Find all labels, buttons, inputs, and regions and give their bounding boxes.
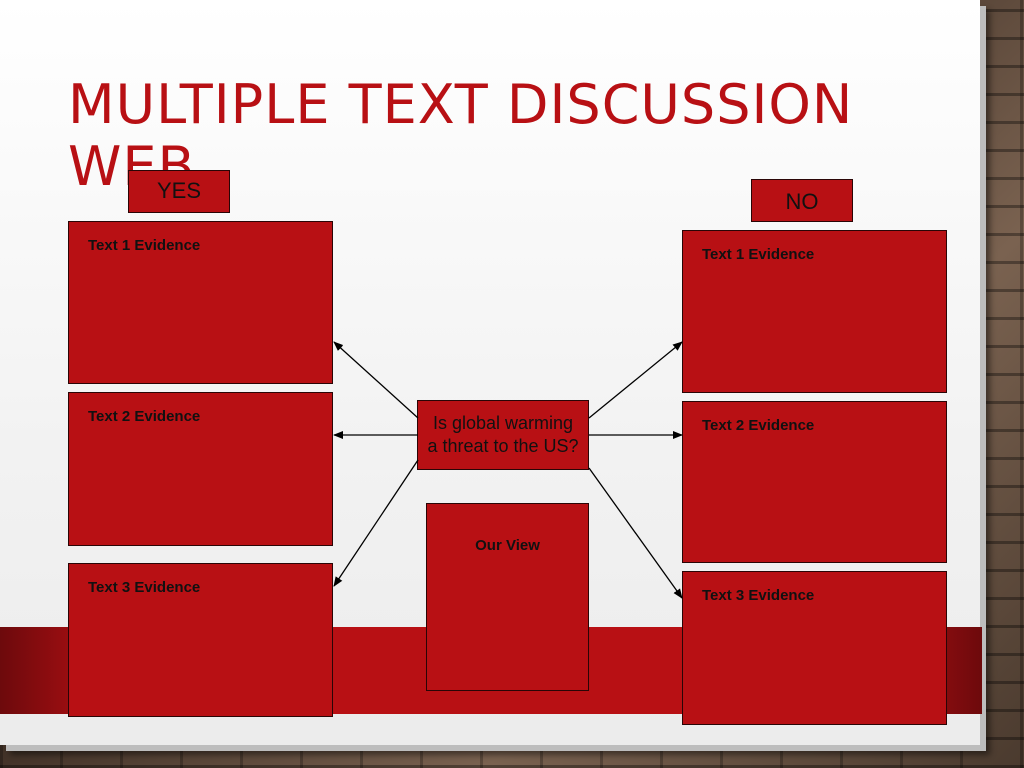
our-view-box: Our View bbox=[426, 503, 589, 691]
yes-evidence-box-2: Text 2 Evidence bbox=[68, 392, 333, 546]
no-evidence-box-2: Text 2 Evidence bbox=[682, 401, 947, 563]
slide: MULTIPLE TEXT DISCUSSION WEB YES Text 1 … bbox=[0, 0, 982, 745]
yes-evidence-box-1: Text 1 Evidence bbox=[68, 221, 333, 384]
arrow-to-yes-3 bbox=[333, 459, 419, 587]
yes-evidence-label-2: Text 2 Evidence bbox=[88, 408, 201, 425]
no-evidence-label-1: Text 1 Evidence bbox=[702, 246, 815, 263]
no-evidence-label-2: Text 2 Evidence bbox=[702, 417, 815, 434]
arrow-to-no-3 bbox=[588, 467, 683, 599]
central-question-line-1: Is global warming bbox=[432, 413, 574, 433]
central-question-line-2: a threat to the US? bbox=[427, 436, 579, 456]
no-evidence-box-3: Text 3 Evidence bbox=[682, 571, 947, 725]
arrow-to-yes-1 bbox=[333, 341, 419, 419]
yes-label: YES bbox=[128, 170, 230, 213]
no-evidence-box-1: Text 1 Evidence bbox=[682, 230, 947, 393]
no-label: NO bbox=[751, 179, 853, 222]
yes-evidence-label-1: Text 1 Evidence bbox=[88, 237, 201, 254]
no-evidence-label-3: Text 3 Evidence bbox=[702, 587, 815, 604]
central-question-box: Is global warming a threat to the US? bbox=[417, 400, 589, 470]
arrow-to-no-1 bbox=[588, 341, 683, 419]
our-view-label: Our View bbox=[475, 537, 540, 554]
yes-evidence-label-3: Text 3 Evidence bbox=[88, 579, 201, 596]
yes-evidence-box-3: Text 3 Evidence bbox=[68, 563, 333, 717]
